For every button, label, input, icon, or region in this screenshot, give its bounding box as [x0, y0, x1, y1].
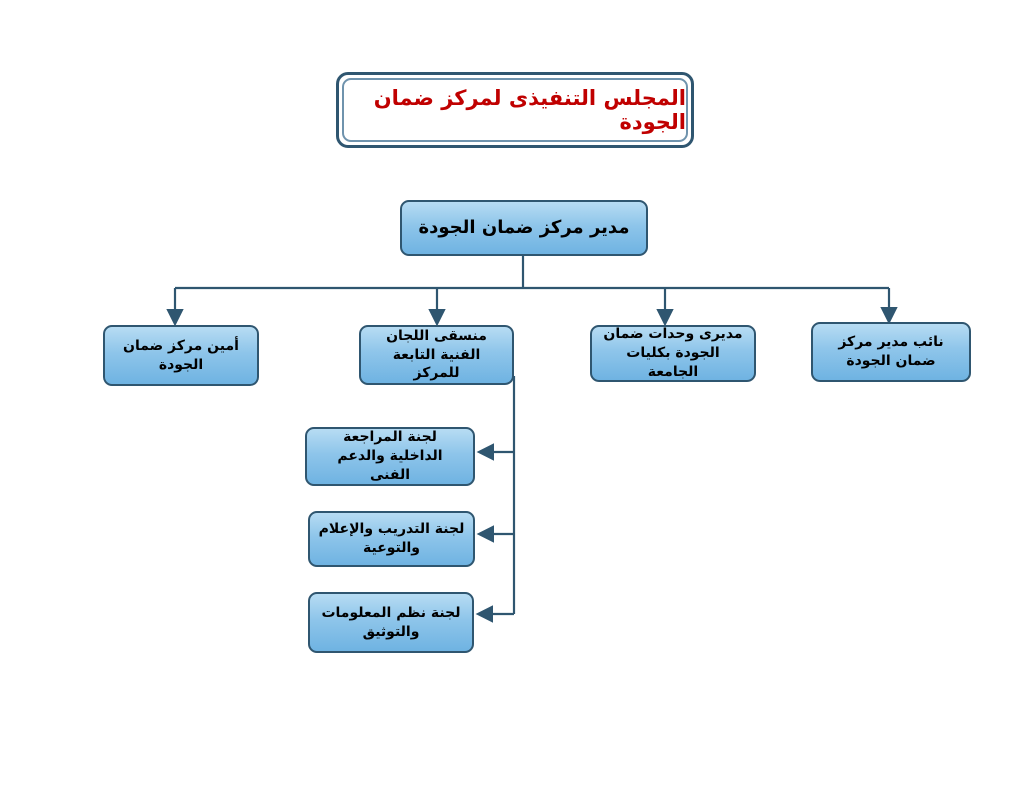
- committee-info-systems-node: لجنة نظم المعلومات والتوثيق: [308, 592, 474, 653]
- committee-internal-review-node: لجنة المراجعة الداخلية والدعم الفنى: [305, 427, 475, 486]
- unit-directors-node: مديرى وحدات ضمان الجودة بكليات الجامعة: [590, 325, 756, 382]
- director-node: مدير مركز ضمان الجودة: [400, 200, 648, 256]
- director-label: مدير مركز ضمان الجودة: [418, 216, 630, 238]
- deputy-node: نائب مدير مركز ضمان الجودة: [811, 322, 971, 382]
- committee-internal-review-label: لجنة المراجعة الداخلية والدعم الفنى: [337, 429, 443, 483]
- committee-training-label: لجنة التدريب والإعلام والتوعية: [318, 521, 465, 556]
- secretary-label: أمين مركز ضمان الجودة: [123, 337, 239, 373]
- committee-info-systems-label: لجنة نظم المعلومات والتوثيق: [321, 604, 461, 640]
- committees-coordinator-label: منسقى اللجان الفنية التابعة للمركز: [386, 327, 487, 382]
- council-title-inner: المجلس التنفيذى لمركز ضمان الجودة: [342, 78, 688, 142]
- committees-coordinator-node: منسقى اللجان الفنية التابعة للمركز: [359, 325, 514, 385]
- secretary-node: أمين مركز ضمان الجودة: [103, 325, 259, 386]
- unit-directors-label: مديرى وحدات ضمان الجودة بكليات الجامعة: [603, 326, 743, 380]
- council-title: المجلس التنفيذى لمركز ضمان الجودة: [373, 86, 686, 134]
- council-title-box: المجلس التنفيذى لمركز ضمان الجودة: [336, 72, 694, 148]
- committee-training-node: لجنة التدريب والإعلام والتوعية: [308, 511, 475, 567]
- deputy-label: نائب مدير مركز ضمان الجودة: [838, 334, 944, 369]
